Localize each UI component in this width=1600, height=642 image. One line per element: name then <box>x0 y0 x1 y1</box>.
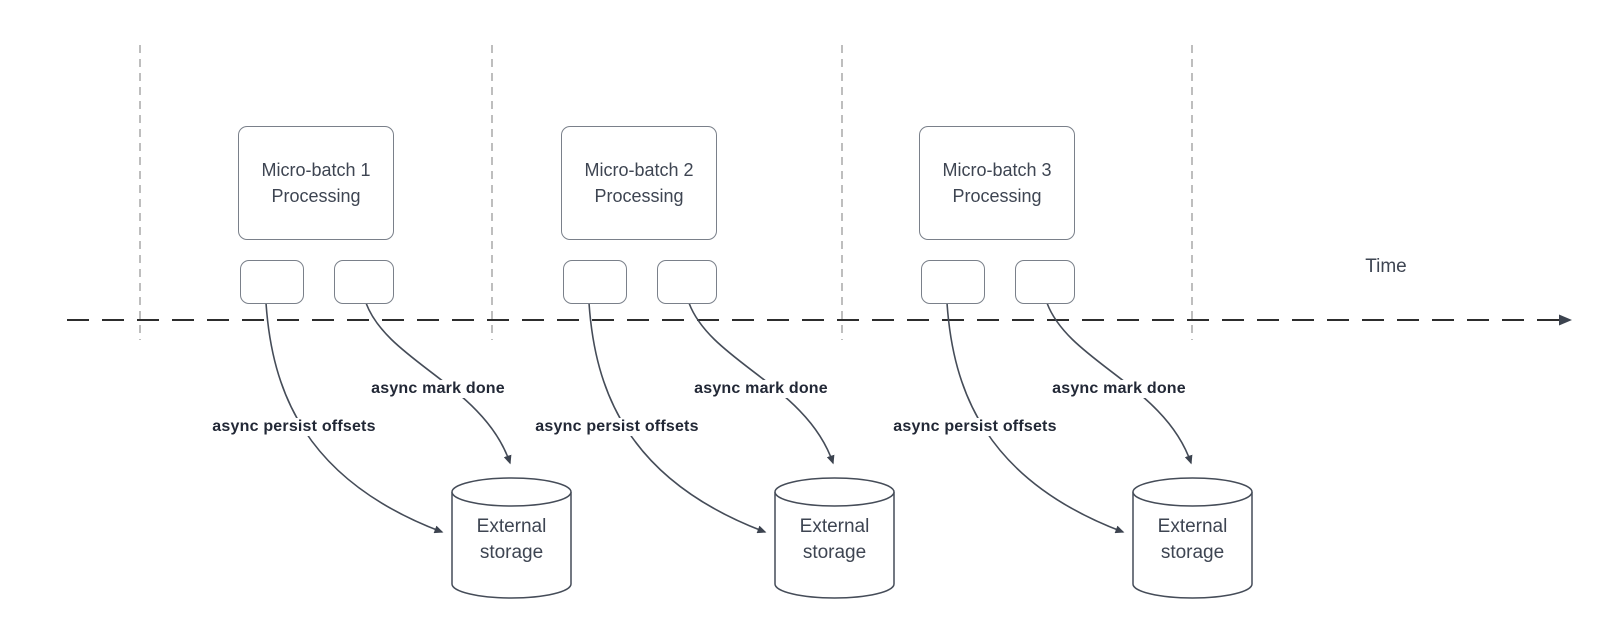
micro-batch-2-done-task-box <box>657 260 717 304</box>
micro-batch-3-title-line1: Micro-batch 3 <box>942 160 1052 180</box>
async-persist-offsets-label-1: async persist offsets <box>209 418 379 436</box>
micro-batch-2-offsets-task-box <box>563 260 627 304</box>
micro-batch-2-title-line1: Micro-batch 2 <box>584 160 694 180</box>
async-persist-offsets-label-3: async persist offsets <box>890 418 1060 436</box>
storage-cylinder-top-2 <box>774 477 895 507</box>
micro-batch-3-box: Micro-batch 3 Processing <box>919 126 1075 240</box>
mark-done-arrow-2 <box>688 302 835 465</box>
micro-batch-1-offsets-task-box <box>240 260 304 304</box>
micro-batch-group-3: Micro-batch 3 Processing async persist o… <box>890 0 1259 642</box>
micro-batch-2-box: Micro-batch 2 Processing <box>561 126 717 240</box>
micro-batch-3-offsets-task-box <box>921 260 985 304</box>
micro-batch-2-title-line2: Processing <box>594 186 684 206</box>
micro-batch-group-2: Micro-batch 2 Processing async persist o… <box>532 0 901 642</box>
storage-cylinder-body-3 <box>1132 492 1253 599</box>
mark-done-arrow-1 <box>365 302 512 465</box>
micro-batch-1-title-line2: Processing <box>271 186 361 206</box>
storage-cylinder-body-1 <box>451 492 572 599</box>
async-mark-done-label-2: async mark done <box>691 380 831 398</box>
micro-batch-3-done-task-box <box>1015 260 1075 304</box>
async-mark-done-label-1: async mark done <box>368 380 508 398</box>
external-storage-label-3-line1: External <box>1157 516 1228 537</box>
micro-batch-1-title-line1: Micro-batch 1 <box>261 160 371 180</box>
external-storage-label-1-line2: storage <box>479 542 544 563</box>
storage-cylinder-top-1 <box>451 477 572 507</box>
external-storage-label-3-line2: storage <box>1160 542 1225 563</box>
external-storage-label-2-line2: storage <box>802 542 867 563</box>
external-storage-label-3: External storage <box>1133 514 1252 566</box>
micro-batch-group-1: Micro-batch 1 Processing async persist o… <box>209 0 578 642</box>
external-storage-label-1: External storage <box>452 514 571 566</box>
async-mark-done-label-3: async mark done <box>1049 380 1189 398</box>
mark-done-arrow-3 <box>1046 302 1193 465</box>
time-axis-label: Time <box>1365 256 1407 277</box>
storage-cylinder-body-2 <box>774 492 895 599</box>
micro-batch-1-box: Micro-batch 1 Processing <box>238 126 394 240</box>
micro-batch-3-title-line2: Processing <box>952 186 1042 206</box>
external-storage-label-2-line1: External <box>799 516 870 537</box>
storage-cylinder-top-3 <box>1132 477 1253 507</box>
external-storage-label-2: External storage <box>775 514 894 566</box>
external-storage-label-1-line1: External <box>476 516 547 537</box>
async-persist-offsets-label-2: async persist offsets <box>532 418 702 436</box>
micro-batch-1-done-task-box <box>334 260 394 304</box>
